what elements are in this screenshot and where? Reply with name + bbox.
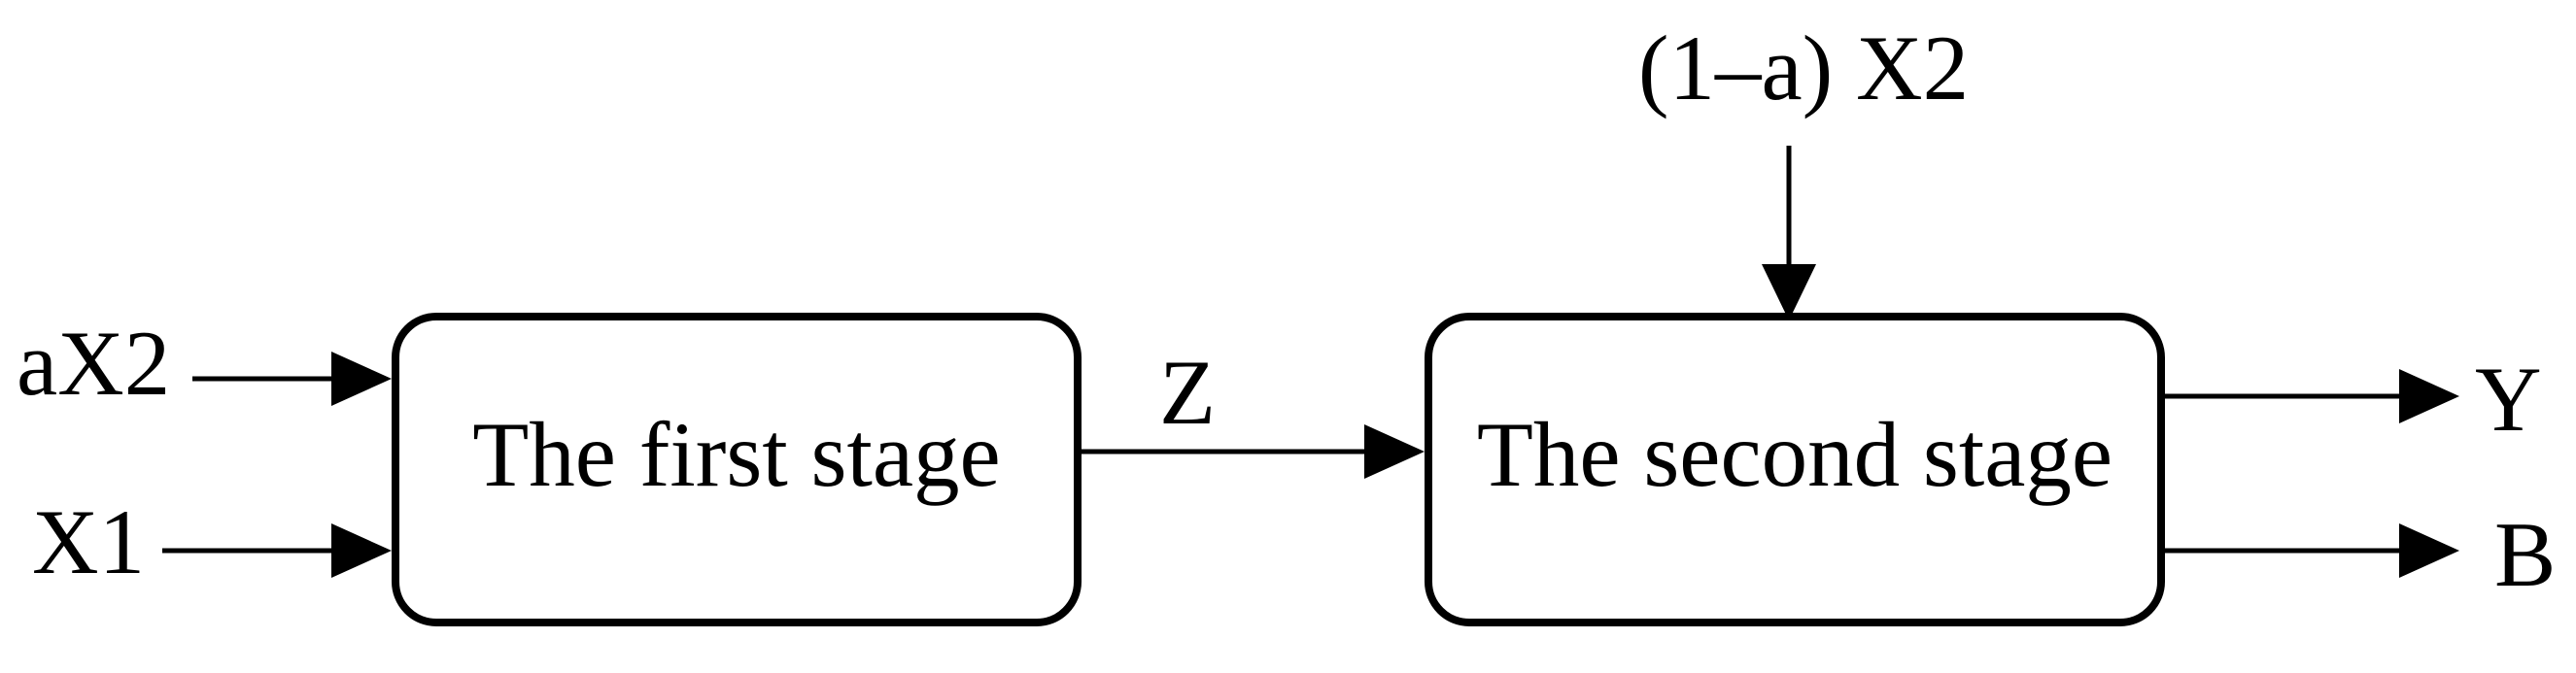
first-stage-label: The first stage [472,403,1000,506]
input-arrowhead-one-minus-a-x2 [1762,264,1816,320]
second-stage-box [1425,313,2165,626]
output-label-b: B [2494,503,2556,606]
output-arrowhead-y [2399,369,2459,423]
first-stage-node: The first stage [392,313,1082,626]
edge-arrowhead-z [1364,424,1425,479]
input-arrow-one-minus-a-x2: (1–a) X2 [1638,17,1969,320]
edge-label-z: Z [1159,341,1216,444]
first-stage-box [392,313,1082,626]
output-arrowhead-b [2399,523,2459,578]
output-arrow-y: Y [2161,348,2542,451]
input-arrowhead-ax2 [331,352,392,406]
input-arrow-x1: X1 [32,490,392,593]
output-label-y: Y [2475,348,2542,451]
output-arrow-b: B [2161,503,2556,606]
input-label-x1: X1 [32,490,145,593]
edge-arrow-z: Z [1078,341,1425,479]
second-stage-label: The second stage [1477,403,2112,506]
input-arrowhead-x1 [331,523,392,578]
input-arrow-ax2: aX2 [17,312,392,415]
input-label-one-minus-a-x2: (1–a) X2 [1638,17,1969,119]
input-label-ax2: aX2 [17,312,170,415]
second-stage-node: The second stage [1425,313,2165,626]
